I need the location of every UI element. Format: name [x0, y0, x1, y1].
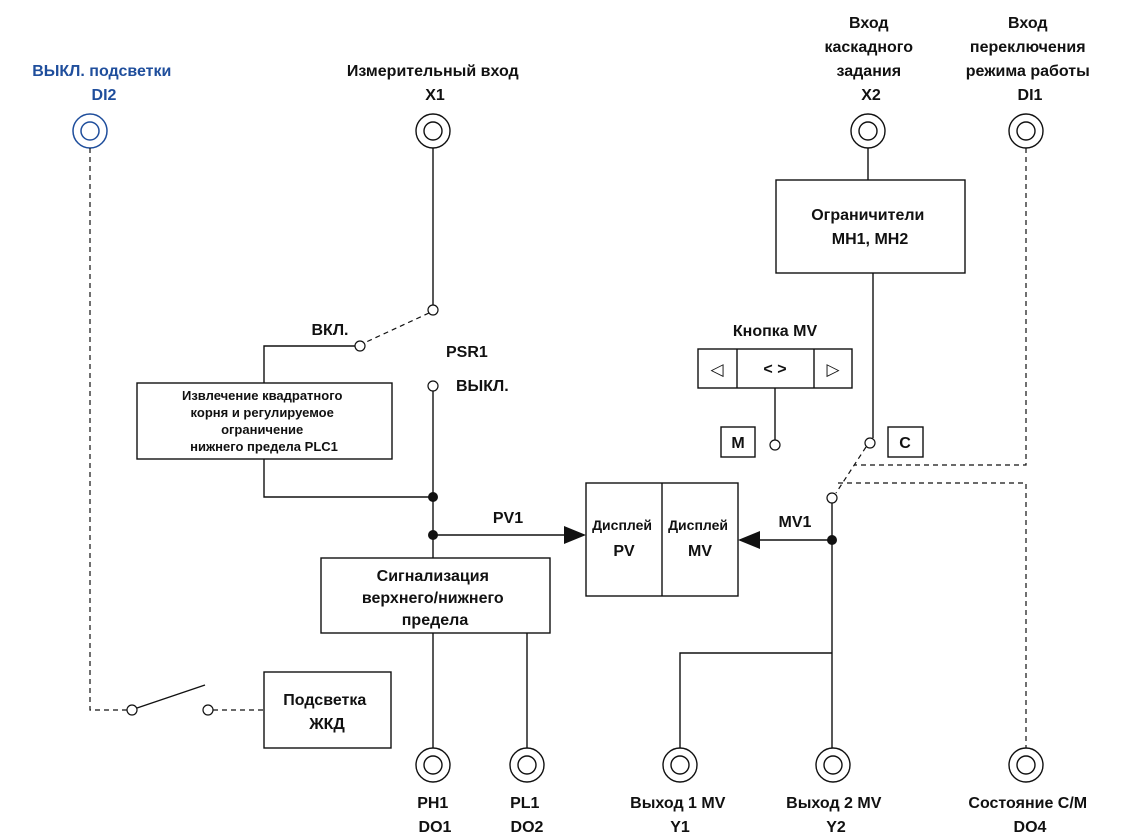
- psr1-label: PSR1: [446, 344, 488, 361]
- display-pv-label: Дисплей PV: [592, 517, 656, 560]
- di1-control-dashed: [838, 148, 1027, 748]
- svg-text:Сигнализация верхнего/ни: Сигнализация верхнего/нижнего предела: [362, 568, 508, 629]
- pv1-label: PV1: [493, 510, 523, 527]
- mv-button[interactable]: ◁ < > ▷: [697, 348, 853, 389]
- svg-text:M: M: [731, 435, 744, 452]
- display-block: Дисплей PV Дисплей MV: [585, 482, 739, 597]
- terminal-di2-icon: [72, 113, 108, 149]
- terminal-do1-label: PH1 DO1: [417, 795, 453, 836]
- terminal-do4-label: Состояние C/M DO4: [968, 795, 1091, 836]
- terminal-x2-label: Вход каскадного задания X2: [825, 15, 918, 104]
- switch-on-label: ВКЛ.: [312, 322, 349, 339]
- limiters-block: Ограничители MH1, MH2: [775, 179, 966, 274]
- switch-off-label: ВЫКЛ.: [456, 378, 509, 395]
- svg-text:Подсветка ЖКД: Подсветка ЖКД: [283, 692, 370, 733]
- mv-signal-path: [679, 148, 876, 748]
- terminal-y1-label: Выход 1 MV Y1: [630, 795, 730, 836]
- terminal-do2-label: PL1 DO2: [510, 795, 544, 836]
- terminal-x1-icon: [415, 113, 451, 149]
- svg-text:Извлечение квадратного к: Извлечение квадратного корня и регулируе…: [182, 388, 346, 454]
- terminal-x2-icon: [850, 113, 886, 149]
- terminal-do4-icon: [1008, 747, 1044, 783]
- mv-button-right-icon[interactable]: ▷: [826, 360, 840, 379]
- di2-backlight-path: [89, 148, 264, 716]
- terminal-di1-icon: [1008, 113, 1044, 149]
- alarm-block: Сигнализация верхнего/нижнего предела: [320, 557, 551, 634]
- backlight-lcd-block: Подсветка ЖКД: [263, 671, 392, 749]
- terminal-di1-label: Вход переключения режима работы DI1: [966, 15, 1095, 104]
- svg-text:C: C: [899, 435, 911, 452]
- mv-button-title: Кнопка MV: [733, 323, 818, 340]
- svg-text:Ограничители MH1, MH2: Ограничители MH1, MH2: [811, 207, 929, 248]
- terminal-y1-icon: [662, 747, 698, 783]
- mode-m-box: M: [720, 426, 756, 458]
- mode-c-box: C: [887, 426, 924, 458]
- sqrt-plc1-block: Извлечение квадратного корня и регулируе…: [136, 382, 393, 460]
- terminal-do2-icon: [509, 747, 545, 783]
- mv1-label: MV1: [779, 514, 812, 531]
- display-mv-label: Дисплей MV: [668, 517, 732, 560]
- terminal-di2-label: ВЫКЛ. подсветки DI2: [32, 63, 176, 104]
- terminal-do1-icon: [415, 747, 451, 783]
- mv-button-center-label[interactable]: < >: [763, 361, 786, 378]
- terminal-y2-label: Выход 2 MV Y2: [786, 795, 886, 836]
- mv-button-left-icon[interactable]: ◁: [710, 360, 724, 379]
- terminal-y2-icon: [815, 747, 851, 783]
- terminal-x1-label: Измерительный вход X1: [347, 63, 523, 104]
